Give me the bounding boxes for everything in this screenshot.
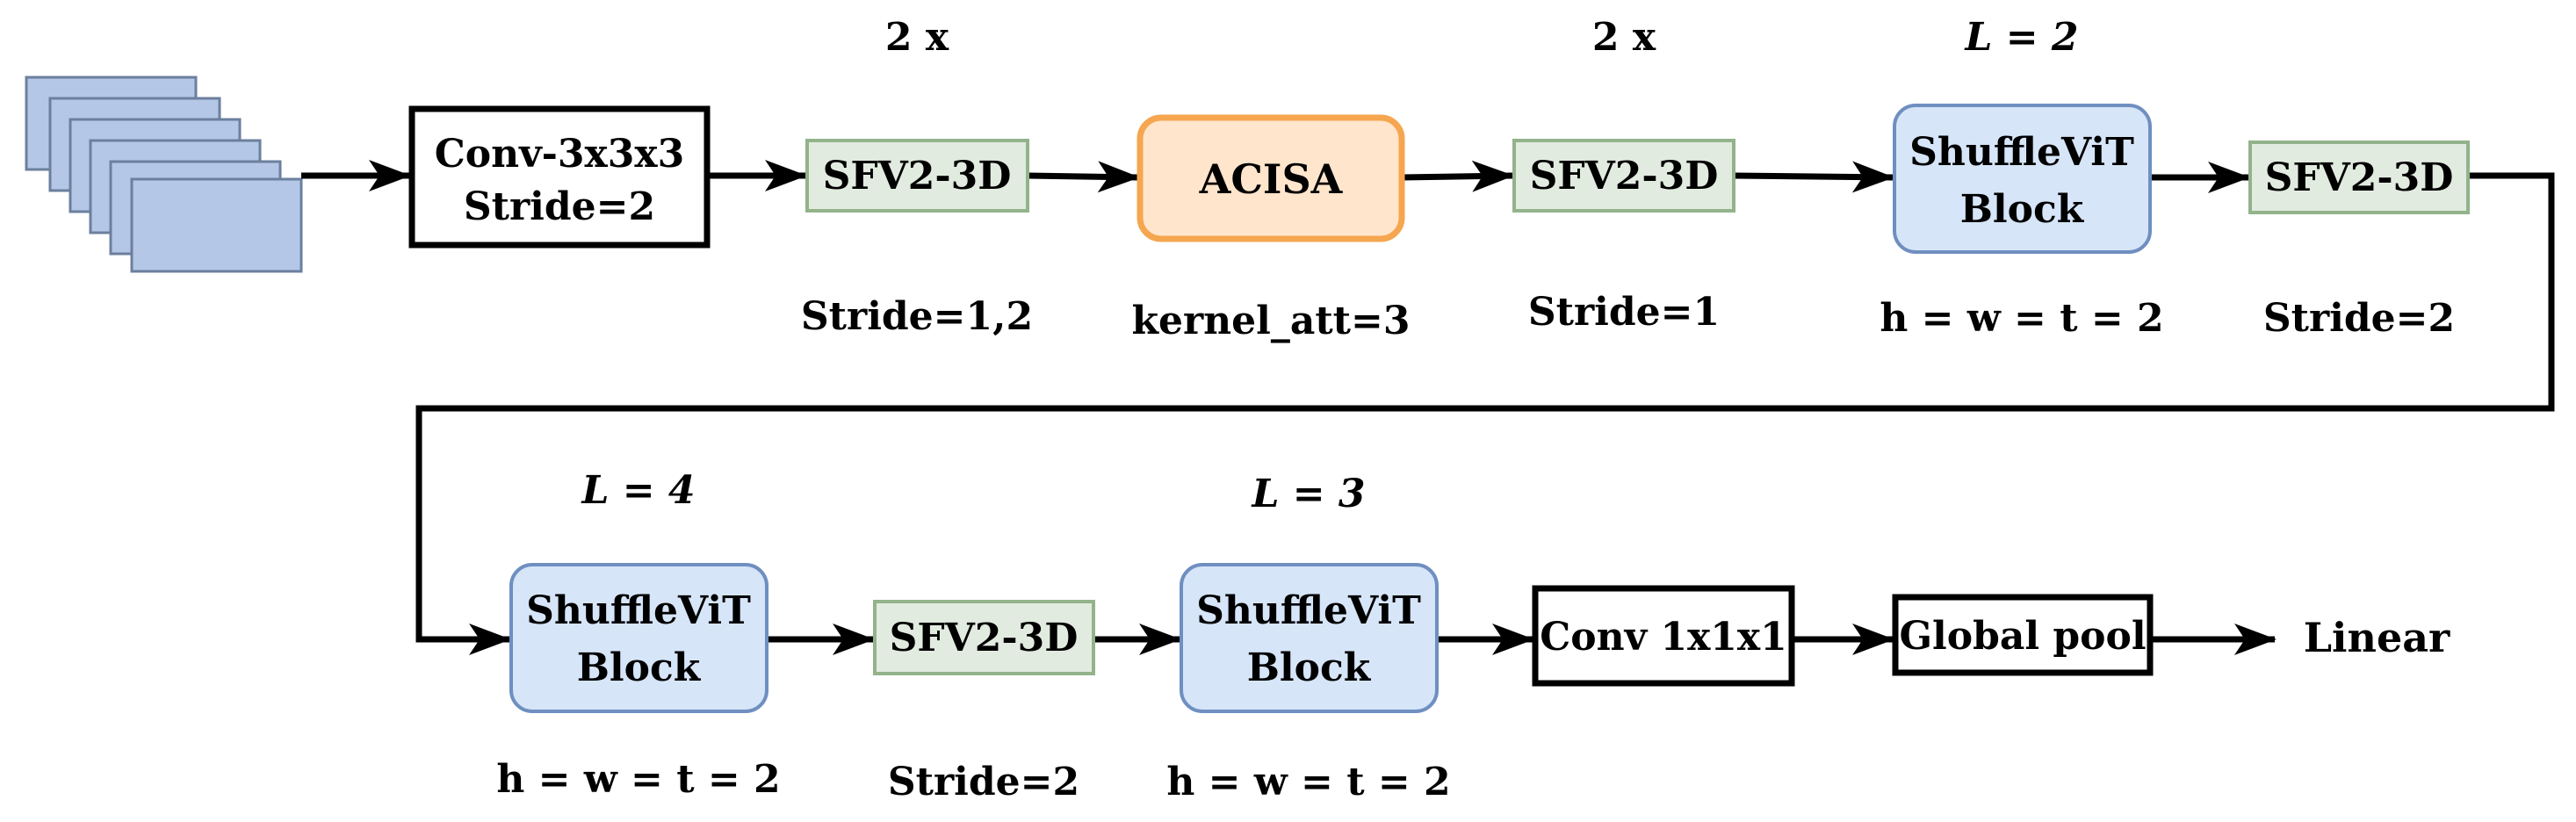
arrow-sfv2-to-vit1 [1733, 161, 1894, 193]
node-conv3: Conv-3x3x3 Stride=2 [408, 105, 711, 249]
node-pool: Global pool [1892, 594, 2154, 676]
node-linear: Linear [2304, 614, 2450, 661]
arrow-acisa-to-sfv2 [1401, 160, 1514, 192]
label-acisa-bottom: kernel_att=3 [1131, 299, 1410, 343]
connectors [301, 160, 2555, 655]
node-conv3-text: Conv-3x3x3 [435, 132, 685, 177]
label-sfv2-bottom: Stride=1 [1528, 290, 1720, 335]
node-conv1: Conv 1x1x1 [1532, 585, 1795, 687]
node-vit3: ShuffleViT Block [1180, 563, 1439, 713]
label-vit3-bottom: h = w = t = 2 [1166, 760, 1450, 804]
node-vit3-text-2: Block [1247, 645, 1372, 690]
node-conv3-text-2: Stride=2 [464, 184, 655, 229]
label-vit1-bottom: h = w = t = 2 [1880, 296, 2163, 341]
label-sfv4-bottom: Stride=2 [888, 760, 1079, 804]
node-sfv1: SFV2-3D [805, 139, 1029, 213]
label-sfv2-top: 2 x [1592, 15, 1656, 60]
node-sfv2: SFV2-3D [1512, 139, 1735, 213]
node-sfv3: SFV2-3D [2248, 141, 2470, 214]
label-vit3-top: L = 3 [1250, 472, 1365, 516]
annotations: 2 x Stride=1,2 kernel_att=3 2 x Stride=1… [496, 15, 2455, 804]
node-acisa: ACISA [1136, 114, 1405, 242]
node-conv1-text: Conv 1x1x1 [1540, 615, 1787, 660]
node-vit2-text-2: Block [577, 645, 702, 690]
node-vit3-text: ShuffleViT [1196, 588, 1421, 633]
label-vit2-bottom: h = w = t = 2 [496, 757, 780, 802]
node-sfv3-text: SFV2-3D [2265, 155, 2454, 200]
node-vit2: ShuffleViT Block [509, 563, 768, 713]
label-sfv1-top: 2 x [885, 15, 949, 60]
wrap-line-sfv3-to-vit2 [415, 172, 2555, 655]
label-sfv3-bottom: Stride=2 [2263, 296, 2455, 341]
node-vit1: ShuffleViT Block [1893, 104, 2152, 254]
node-acisa-text: ACISA [1199, 155, 1344, 203]
node-sfv4-text: SFV2-3D [890, 616, 1079, 660]
node-linear-text: Linear [2304, 614, 2450, 661]
input-frame-6 [130, 177, 303, 273]
node-vit2-text: ShuffleViT [526, 588, 751, 633]
arrow-sfv1-to-acisa [1027, 161, 1140, 193]
node-vit1-text: ShuffleViT [1909, 130, 2134, 175]
label-sfv1-bottom: Stride=1,2 [801, 294, 1033, 339]
label-vit1-top: L = 2 [1963, 15, 2078, 60]
input-frames-stack [25, 76, 303, 273]
node-sfv4: SFV2-3D [873, 600, 1095, 675]
node-sfv1-text: SFV2-3D [823, 154, 1012, 198]
node-sfv2-text: SFV2-3D [1530, 154, 1719, 198]
label-vit2-top: L = 4 [580, 468, 695, 513]
node-pool-text: Global pool [1899, 614, 2146, 659]
node-vit1-text-2: Block [1960, 187, 2085, 232]
